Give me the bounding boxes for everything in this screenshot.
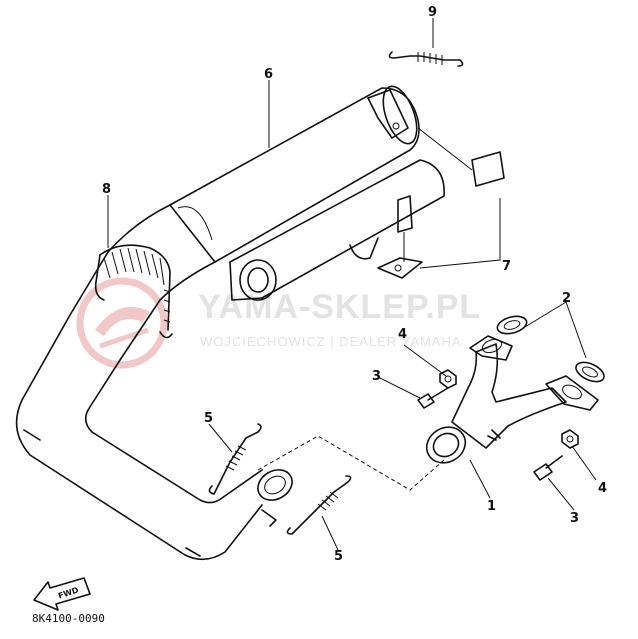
callout-3-lower: 3 — [570, 511, 579, 526]
callout-4-upper: 4 — [398, 327, 407, 342]
callout-8: 8 — [102, 182, 111, 197]
watermark-logo-icon — [76, 277, 168, 369]
callout-3-upper: 3 — [372, 369, 381, 384]
callout-5-lower: 5 — [334, 549, 343, 564]
callout-2: 2 — [562, 291, 571, 306]
part-3-bolts — [417, 387, 563, 481]
part-4-nuts — [439, 369, 579, 449]
part-7-bracket — [377, 151, 505, 279]
part-5-springs — [208, 423, 352, 535]
watermark-tagline: WOJCIECHOWICZ | DEALER YAMAHA — [200, 334, 462, 349]
part-8-exhaust-pipe — [15, 204, 293, 561]
leader-lines — [107, 18, 597, 551]
callout-4-lower: 4 — [598, 481, 607, 496]
callout-1: 1 — [487, 499, 496, 514]
watermark: YAMA-SKLEP.PL WOJCIECHOWICZ | DEALER YAM… — [76, 277, 481, 369]
callout-9: 9 — [428, 5, 437, 20]
part-9-spring — [388, 51, 464, 67]
fwd-arrow-icon: FWD — [33, 577, 91, 611]
part-2-gaskets — [496, 315, 605, 383]
callout-5-upper: 5 — [204, 411, 213, 426]
part-6-muffler — [169, 85, 445, 301]
part-1-y-joint — [425, 335, 599, 464]
watermark-brand: YAMA-SKLEP.PL — [198, 288, 481, 326]
callout-6: 6 — [264, 67, 273, 82]
part-code: 8K4100-0090 — [32, 612, 105, 625]
callout-7: 7 — [502, 259, 511, 274]
